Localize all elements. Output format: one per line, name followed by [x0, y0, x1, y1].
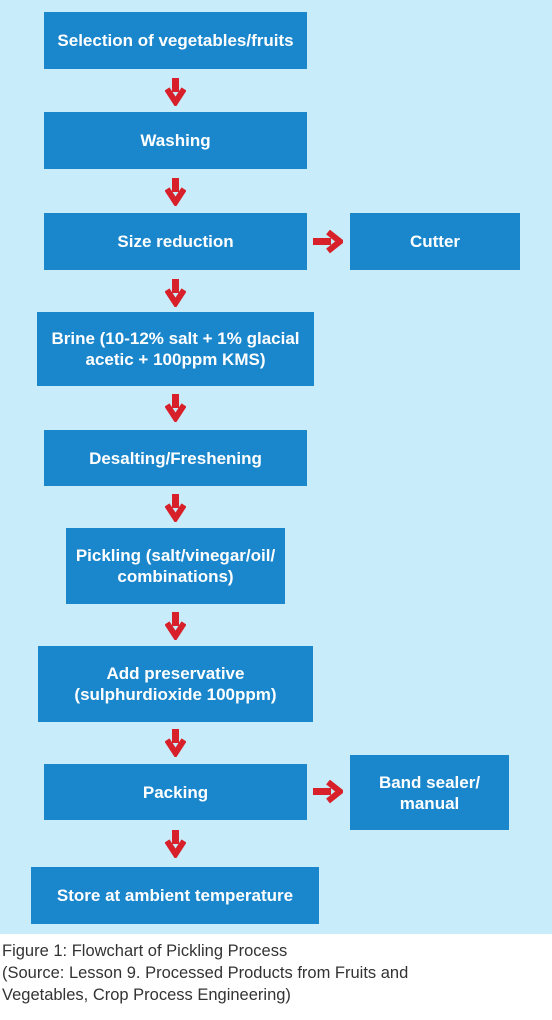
down-arrow-icon	[165, 394, 186, 422]
step-label-line1: Brine (10-12% salt + 1% glacial	[51, 329, 300, 348]
caption-line2: (Source: Lesson 9. Processed Products fr…	[2, 964, 409, 982]
step-label-line1: Add preservative	[106, 664, 245, 683]
step-label-line2: (sulphurdioxide 100ppm)	[74, 685, 277, 704]
step-label-line1: Pickling (salt/vinegar/oil/	[75, 546, 276, 565]
down-arrow-icon	[165, 78, 186, 106]
right-arrow-icon	[313, 780, 343, 804]
step-label-line2: acetic + 100ppm KMS)	[85, 350, 266, 369]
flowchart-panel: Selection of vegetables/fruits Washing S…	[0, 0, 552, 934]
down-arrow-icon	[165, 612, 186, 640]
step-add-preservative: Add preservative (sulphurdioxide 100ppm)	[38, 646, 313, 722]
right-arrow-icon	[313, 230, 343, 254]
step-label: Store at ambient temperature	[56, 886, 294, 905]
step-size-reduction: Size reduction	[44, 213, 307, 270]
step-desalting: Desalting/Freshening	[44, 430, 307, 486]
down-arrow-icon	[165, 178, 186, 206]
step-washing: Washing	[44, 112, 307, 169]
step-label: Selection of vegetables/fruits	[57, 31, 294, 50]
side-box-label-line1: Band sealer/	[378, 772, 481, 792]
step-label-line2: combinations)	[117, 567, 234, 586]
caption-line3: Vegetables, Crop Process Engineering)	[2, 986, 291, 1004]
step-packing: Packing	[44, 764, 307, 820]
side-box-cutter: Cutter	[350, 213, 520, 270]
step-brine: Brine (10-12% salt + 1% glacial acetic +…	[37, 312, 314, 386]
down-arrow-icon	[165, 494, 186, 522]
step-label: Packing	[142, 782, 209, 802]
step-selection: Selection of vegetables/fruits	[44, 12, 307, 69]
step-label: Size reduction	[117, 232, 234, 251]
step-label: Washing	[140, 131, 211, 150]
side-box-label-line2: manual	[399, 793, 460, 813]
step-pickling: Pickling (salt/vinegar/oil/ combinations…	[66, 528, 285, 604]
figure-caption: Figure 1: Flowchart of Pickling Process …	[2, 940, 550, 1006]
side-box-label: Cutter	[409, 232, 461, 251]
caption-line1: Figure 1: Flowchart of Pickling Process	[2, 942, 288, 960]
step-label: Desalting/Freshening	[89, 448, 262, 468]
step-store: Store at ambient temperature	[31, 867, 319, 924]
down-arrow-icon	[165, 830, 186, 858]
down-arrow-icon	[165, 279, 186, 307]
down-arrow-icon	[165, 729, 186, 757]
side-box-band-sealer: Band sealer/ manual	[350, 755, 509, 830]
